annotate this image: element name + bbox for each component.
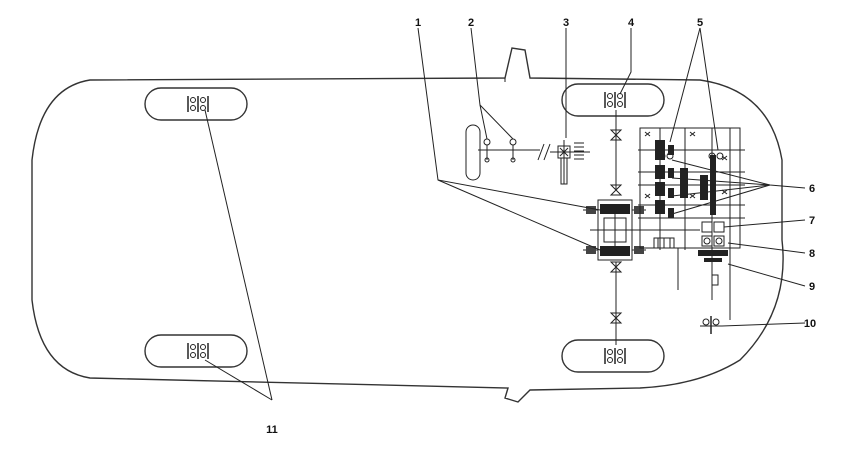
- wheel-well-rear-right: [561, 339, 665, 373]
- gearbox-bearings: [658, 152, 724, 160]
- output-bearings: [701, 221, 725, 247]
- wheel-bearing-icon: [604, 92, 626, 108]
- callout-labels: 1 2 3 4 5 6 7 8 9 10 11: [266, 17, 816, 436]
- gear-pairs: [655, 140, 716, 218]
- callout-3: 3: [563, 17, 569, 29]
- drive-shaft-right: [609, 261, 623, 345]
- callout-9: 9: [809, 281, 815, 293]
- callout-8: 8: [809, 248, 815, 260]
- wheel-well-front-right: [144, 334, 248, 368]
- callout-1: 1: [415, 17, 421, 29]
- car-body-outline: [31, 47, 784, 403]
- wheel-bearing-icon: [187, 343, 209, 359]
- callout-4: 4: [628, 17, 635, 29]
- callout-11: 11: [266, 424, 278, 436]
- wheel-well-front-left: [144, 87, 248, 121]
- callout-7: 7: [809, 215, 815, 227]
- callout-2: 2: [468, 17, 474, 29]
- drive-shaft-left: [609, 110, 623, 196]
- callout-10: 10: [804, 318, 816, 330]
- wheel-well-rear-left: [561, 83, 665, 117]
- callout-6: 6: [809, 183, 815, 195]
- wheel-bearing-icon: [604, 348, 626, 364]
- wheel-bearing-icon: [187, 96, 209, 112]
- clutch-assembly: [653, 237, 728, 292]
- leader-lines: [204, 27, 806, 401]
- synchronizer-marks: [644, 131, 728, 199]
- callout-5: 5: [697, 17, 703, 29]
- release-bearing: [700, 316, 722, 334]
- differential: [583, 199, 646, 261]
